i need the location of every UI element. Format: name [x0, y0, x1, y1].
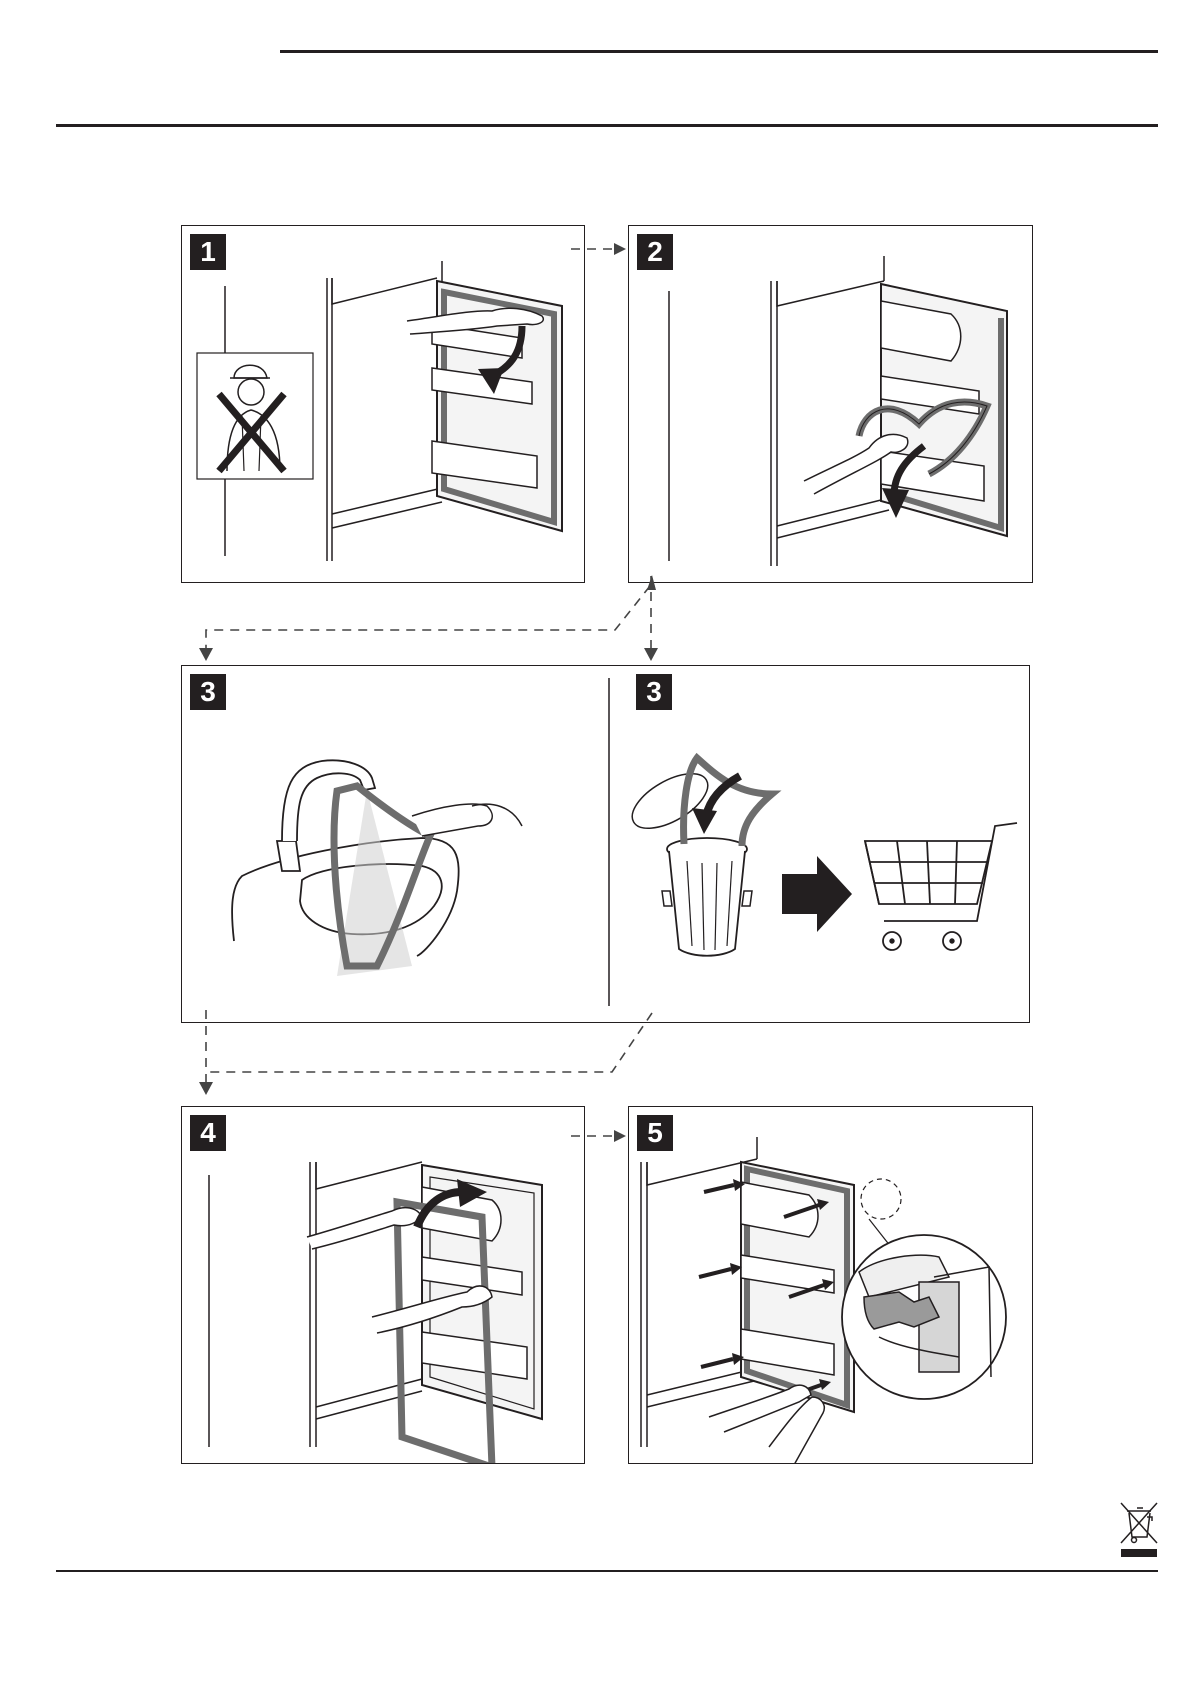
- trash-can-icon: [624, 758, 772, 956]
- door-gasket-removal-illustration: [182, 226, 585, 583]
- footer-rule: [56, 1570, 1158, 1572]
- crossed-out-wheelie-bin-icon: [1117, 1499, 1161, 1559]
- step-2-panel: 2: [628, 225, 1033, 583]
- gasket-pull-off-illustration: [629, 226, 1033, 583]
- gasket-fitting-illustration: [182, 1107, 585, 1464]
- wash-or-dispose-illustration: [182, 666, 1030, 1023]
- shopping-cart-icon: [865, 823, 1017, 950]
- step-3-panel: 3 3: [181, 665, 1030, 1023]
- header-rule-top: [280, 50, 1158, 53]
- person-with-helmet-crossed-out-icon: [197, 353, 313, 479]
- header-rule-bottom: [56, 124, 1158, 127]
- step-4-panel: 4: [181, 1106, 585, 1464]
- gasket-press-in-illustration: [629, 1107, 1033, 1464]
- step-5-panel: 5: [628, 1106, 1033, 1464]
- step-1-panel: 1: [181, 225, 585, 583]
